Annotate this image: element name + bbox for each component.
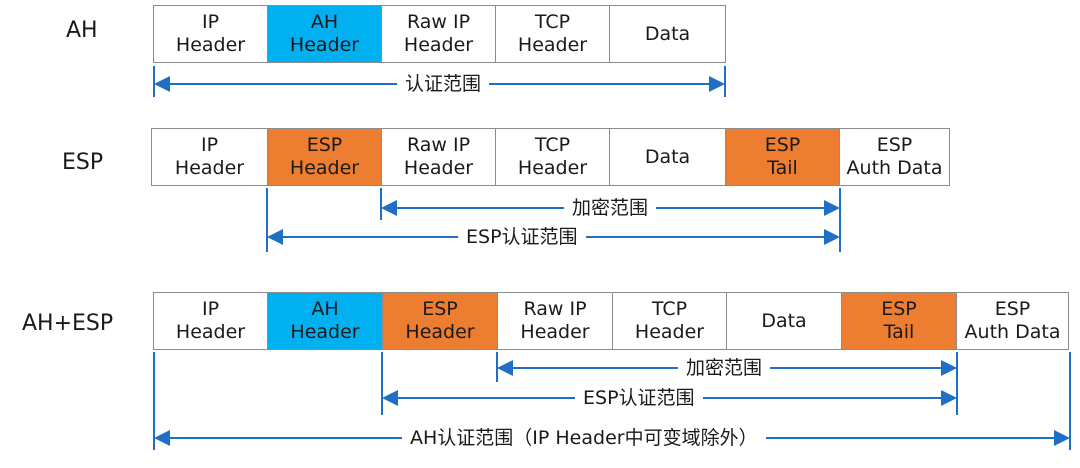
- ahesp-raw-ip-header-cell: Raw IP Header: [497, 292, 613, 350]
- row-label-ah: AH: [66, 18, 98, 43]
- row-label-ah-esp: AH+ESP: [22, 311, 114, 336]
- ahesp-esp-header-cell: ESP Header: [382, 292, 498, 350]
- esp-ip-header-cell: IP Header: [151, 128, 268, 186]
- esp-auth-data-cell: ESP Auth Data: [839, 128, 950, 186]
- ahesp-ip-header-cell: IP Header: [153, 292, 268, 350]
- ah-tcp-header-cell: TCP Header: [495, 5, 610, 63]
- ahesp-ah-auth-range-label: AH认证范围（IP Header中可变域除外）: [402, 427, 766, 449]
- ahesp-data-cell: Data: [726, 292, 842, 350]
- esp-data-cell: Data: [609, 128, 726, 186]
- esp-auth-range-label: ESP认证范围: [458, 226, 586, 248]
- esp-raw-ip-header-cell: Raw IP Header: [381, 128, 496, 186]
- esp-enc-range-label: 加密范围: [564, 197, 657, 219]
- row-label-esp: ESP: [62, 150, 104, 175]
- esp-esp-tail-cell: ESP Tail: [725, 128, 840, 186]
- ah-auth-range-label: 认证范围: [397, 73, 490, 95]
- ah-ah-header-cell: AH Header: [267, 5, 382, 63]
- esp-esp-header-cell: ESP Header: [267, 128, 382, 186]
- ahesp-auth-data-cell: ESP Auth Data: [956, 292, 1069, 350]
- esp-tcp-header-cell: TCP Header: [495, 128, 610, 186]
- ahesp-esp-tail-cell: ESP Tail: [841, 292, 957, 350]
- ahesp-ah-header-cell: AH Header: [267, 292, 383, 350]
- ah-data-cell: Data: [609, 5, 726, 63]
- ahesp-esp-auth-range-label: ESP认证范围: [575, 387, 703, 409]
- ahesp-enc-range-label: 加密范围: [678, 357, 771, 379]
- ah-raw-ip-header-cell: Raw IP Header: [381, 5, 496, 63]
